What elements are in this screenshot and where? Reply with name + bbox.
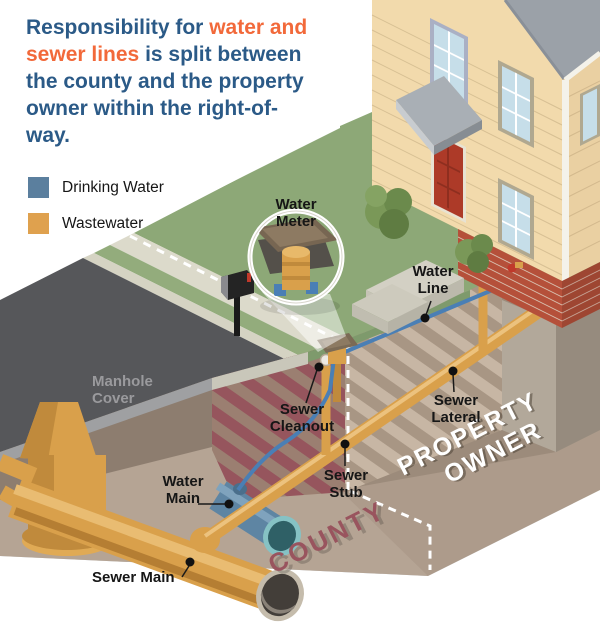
legend-item-drinking-water: Drinking Water [28, 177, 164, 198]
property-boundary-dashed-line [346, 342, 432, 570]
drinking-water-swatch [28, 177, 49, 198]
bush [365, 185, 412, 239]
legend-item-wastewater: Wastewater [28, 213, 164, 234]
title-highlight: water and sewer lines [26, 16, 308, 66]
front-steps [352, 260, 464, 334]
mailbox-icon [221, 270, 254, 336]
label-sewer-stub: Sewer Stub [323, 467, 369, 501]
brick-foundation-ne [562, 84, 600, 329]
legend: Drinking Water Wastewater [28, 177, 164, 249]
door-awning [396, 76, 482, 155]
front-door [431, 129, 466, 223]
house-roof [505, 0, 600, 79]
background-mask-bottom [0, 490, 600, 635]
window [580, 84, 600, 147]
downspout [562, 80, 569, 282]
label-sewer-lateral: Sewer Lateral [431, 392, 481, 426]
leader-dots [185, 313, 458, 567]
gutter [563, 51, 600, 82]
title-part1: Responsibility for [26, 16, 210, 39]
window [498, 177, 534, 260]
leader-lines [181, 300, 455, 578]
callout-beam [262, 292, 346, 352]
title: Responsibility for water and sewer lines… [26, 14, 320, 149]
house-windows-sw [430, 17, 562, 328]
house [352, 0, 600, 334]
window [498, 59, 534, 148]
label-manhole-cover: Manhole Cover [92, 373, 153, 407]
water-main-opening [263, 515, 301, 557]
legend-label: Drinking Water [62, 179, 164, 196]
house-foundation [502, 300, 600, 452]
label-sewer-cleanout: Sewer Cleanout [269, 401, 335, 435]
spigot-icon [507, 262, 523, 273]
wastewater-swatch [28, 213, 49, 234]
background-mask-nw [0, 0, 340, 298]
label-sewer-main: Sewer Main [92, 569, 175, 586]
label-water-main: Water Main [162, 473, 204, 507]
property-floor [340, 430, 600, 576]
legend-label: Wastewater [62, 215, 144, 232]
bush [455, 234, 493, 273]
water-meter-callout [247, 208, 346, 352]
label-water-meter: Water Meter [275, 196, 317, 230]
label-water-line: Water Line [412, 263, 454, 297]
sewer-main-opening [256, 568, 304, 622]
title-part2: is split between the county and the prop… [26, 43, 304, 147]
sewer-main-pipe [8, 479, 304, 622]
